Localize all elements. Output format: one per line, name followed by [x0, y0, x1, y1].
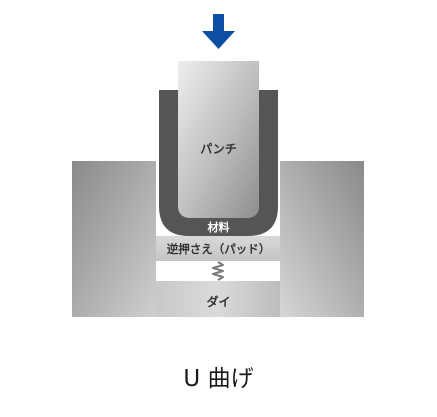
die-left-block: [72, 161, 156, 317]
pad-label: 逆押さえ（パッド）: [167, 242, 271, 256]
down-arrow-icon: [202, 14, 235, 49]
die: [72, 161, 364, 317]
die-bottom-block: [156, 281, 280, 317]
material-sheet: [159, 90, 278, 236]
punch-label: パンチ: [200, 142, 237, 156]
spring-icon: [212, 261, 224, 281]
counter-pressure-pad: [156, 236, 280, 261]
diagram-caption: U 曲げ: [183, 366, 253, 392]
material-label: 材料: [208, 220, 230, 234]
punch: [178, 61, 259, 218]
die-label: ダイ: [206, 294, 230, 309]
die-right-block: [280, 161, 364, 317]
